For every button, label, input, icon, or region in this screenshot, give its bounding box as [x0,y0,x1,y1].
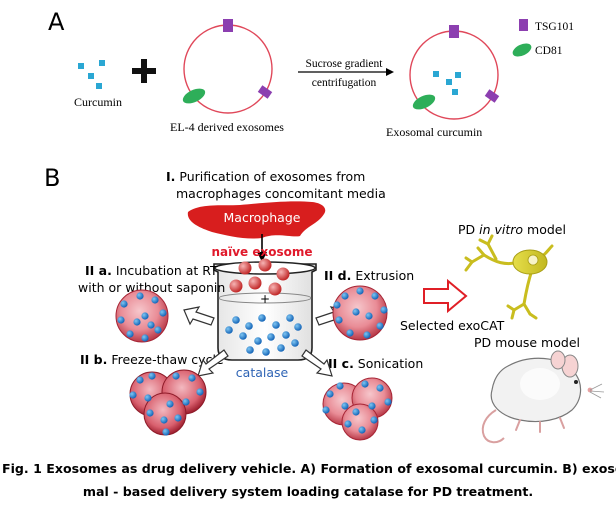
macrophage-label: Macrophage [224,210,301,225]
tsg101-marker [484,89,500,103]
pd-in-vitro-label: PD in vitro model [458,222,566,237]
tsg101-marker [223,19,233,32]
exosomal-curcumin [409,25,500,120]
tsg101-legend-icon [519,19,528,31]
vesicle-iia [115,289,169,343]
method-iic-label: II c. Sonication [328,356,423,371]
naive-exosome-label: naïve exosome [211,245,312,259]
neuron-illustration [464,234,554,320]
vesicle-iid [332,285,388,341]
selected-arrow [423,278,468,314]
cd81-legend-label: CD81 [535,45,563,57]
caption-line-1: Fig. 1 Exosomes as drug delivery vehicle… [2,461,616,476]
catalase-label: catalase [236,365,289,380]
macrophage-arrowhead [257,252,267,262]
method-iia-label: II a. Incubation at RT [85,263,218,278]
neuron-nucleus [527,254,539,266]
step-one-label: I. Purification of exosomes from [166,169,365,184]
curcumin-label: Curcumin [74,95,122,109]
method-iid-label: II d. Extrusion [324,268,414,283]
macrophage-blob [187,201,326,239]
tsg101-marker [449,25,459,38]
exosomal-curcumin-label: Exosomal curcumin [386,125,482,139]
step-one-label-line2: macrophages concomitant media [176,186,386,201]
method-iib-label: II b. Freeze-thaw cycle [80,352,224,367]
vesicle-iib [129,369,207,436]
tsg101-legend-label: TSG101 [535,21,574,33]
cd81-marker [182,88,206,104]
sucrose-label: Sucrose gradient [306,58,384,70]
arrow-to-iib [197,349,229,377]
plus-icon [132,59,156,83]
caption-line-2: mal - based delivery system loading cata… [82,484,534,499]
arrow-to-iic [301,349,333,377]
vesicle-iic [322,377,393,441]
panel-a-label: A [48,8,65,36]
cd81-legend-icon [512,43,532,57]
method-iia-label-line2: with or without saponin [78,280,225,295]
centrifugation-label: centrifugation [312,77,377,89]
cd81-marker [412,94,436,110]
pd-mouse-label: PD mouse model [474,335,580,350]
curcumin-molecules [78,60,105,89]
panel-b-label: B [44,164,60,192]
mouse-illustration [481,350,605,444]
el4-exosomes-label: EL-4 derived exosomes [170,120,284,134]
selected-exocat-label: Selected exoCAT [400,318,505,333]
el4-exosome [182,19,273,114]
arrow-to-iia [183,306,215,326]
figure-caption: Fig. 1 Exosomes as drug delivery vehicle… [2,457,616,503]
beaker [213,261,317,361]
process-arrowhead [386,68,394,76]
catalase-particles-beaker [225,314,302,356]
tsg101-marker [257,85,273,99]
naive-exosome-particles [229,258,290,296]
curcumin-molecules [433,71,461,95]
plus-mix-icon: + [260,292,270,306]
